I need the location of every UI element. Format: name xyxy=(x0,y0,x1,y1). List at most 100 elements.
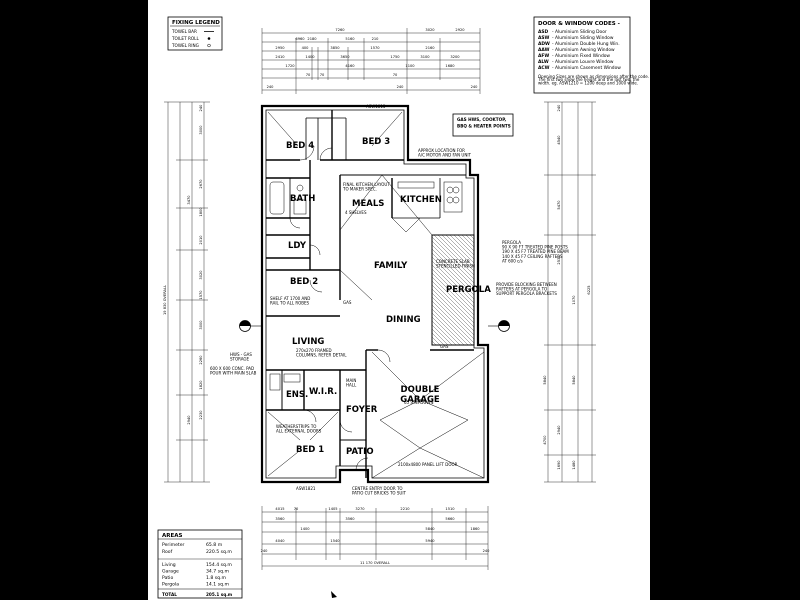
dims-left-7: 3000 xyxy=(199,320,203,330)
dims-bottom-3: 3270 xyxy=(355,507,365,511)
dims-top-7: 2950 xyxy=(275,46,285,50)
room-bath: BATH xyxy=(290,194,315,204)
dims-top-9: 3850 xyxy=(330,46,340,50)
areas-total-label: TOTAL xyxy=(162,592,177,597)
window-code-bottom: ASW1821 xyxy=(296,486,316,491)
section-marker-right-label: A xyxy=(502,321,507,327)
left-dimensions xyxy=(164,101,210,483)
toilet-roll-icon xyxy=(207,37,211,40)
dims-bottom-13: 240 xyxy=(261,549,269,553)
dims-top-25: 240 xyxy=(267,85,275,89)
room-ens: ENS. xyxy=(286,390,308,400)
dims-bottom-9: 1400 xyxy=(300,527,310,531)
dims-top-23: 70 xyxy=(320,73,325,77)
areas-row-label: Garage xyxy=(162,569,179,575)
code-desc-alw: - Aluminium Louvre Window xyxy=(552,59,614,65)
floor-plan-sheet: FIXING LEGEND TOWEL BAR TOILET ROLL TOWE… xyxy=(148,0,650,600)
right-dimensions xyxy=(544,101,596,483)
dims-left-12: 2940 xyxy=(187,415,191,425)
gas-points-note: GAS HWS, COOKTOP,BBQ & HEATER POINTS xyxy=(457,117,511,129)
dims-right-2: 5470 xyxy=(557,200,561,210)
dims-bottom-2: 1405 xyxy=(328,507,337,511)
room-dining: DINING xyxy=(386,315,421,325)
garage-roof-lines xyxy=(371,351,485,479)
dims-bottom-10: 4040 xyxy=(275,539,285,543)
areas-row-value: 14.1 sq.m xyxy=(206,582,229,588)
code-asd: ASD xyxy=(538,29,549,35)
shelves-note: 4 SHELVES xyxy=(345,210,367,215)
dims-top-17: 3200 xyxy=(450,55,460,59)
dims-left-4: 2010 xyxy=(199,235,203,245)
dims-left-3: 1800 xyxy=(199,207,203,217)
gas-note-box: GAS HWS, COOKTOP,BBQ & HEATER POINTS xyxy=(452,113,514,137)
room-foyer: FOYER xyxy=(346,405,378,415)
dims-top-27: 240 xyxy=(471,85,479,89)
room-pergola: PERGOLA xyxy=(446,285,491,295)
dims-top-20: 1100 xyxy=(405,64,415,68)
fixing-legend-title: FIXING LEGEND xyxy=(172,20,220,26)
areas-row-value: 1.8 sq.m xyxy=(206,575,227,581)
dims-bottom-11: 1540 xyxy=(330,539,340,543)
legend-toilet-roll: TOILET ROLL xyxy=(171,36,199,41)
dims-top-10: 1570 xyxy=(370,46,380,50)
areas-total-value: 205.1 sq.m xyxy=(206,592,233,597)
dims-top-12: 2410 xyxy=(275,55,285,59)
garage-door-note: 2100x4800 PANEL LIFT DOOR xyxy=(398,462,458,467)
gas-label-2: GAS xyxy=(440,344,449,349)
dims-right-3: 2530 xyxy=(557,255,561,265)
dims-bottom-4: 2210 xyxy=(400,507,410,511)
dims-top-13: 1400 xyxy=(305,55,315,59)
code-desc-afw: - Aluminium Fixed Window xyxy=(552,53,610,59)
code-alw: ALW xyxy=(538,59,549,65)
dims-right-7: 5840 xyxy=(543,375,547,385)
top-dimensions xyxy=(261,28,481,94)
building-outline xyxy=(260,104,490,484)
code-adw: ADW xyxy=(538,41,550,47)
room-ldy: LDY xyxy=(288,241,307,251)
room-family: FAMILY xyxy=(374,261,408,271)
areas-row-value: 65.8 m xyxy=(206,542,223,548)
section-marker-left-label: A xyxy=(243,321,248,327)
bath-fixtures xyxy=(269,181,307,391)
bottom-dimensions xyxy=(261,506,489,570)
areas-row-label: Pergola xyxy=(162,582,179,588)
code-asw: ASW xyxy=(538,35,550,41)
code-aaw: AAW xyxy=(538,47,550,53)
towel-ring-icon xyxy=(207,43,211,48)
door-window-codes: DOOR & WINDOW CODES - ASD- Aluminium Sli… xyxy=(533,16,649,94)
areas-row-label: Roof xyxy=(162,549,173,555)
dims-top-11: 2160 xyxy=(425,46,435,50)
door-swings xyxy=(289,145,391,471)
dims-left-2: 2670 xyxy=(199,179,203,189)
room-patio: PATIO xyxy=(346,447,374,457)
room-wir: W.I.R. xyxy=(309,387,337,397)
dims-top-26: 240 xyxy=(397,85,405,89)
dims-top-1: 3020 xyxy=(425,28,435,32)
window-code-top: ASW1815 xyxy=(366,104,386,109)
room-bed1: BED 1 xyxy=(296,445,324,455)
dims-top-18: 1720 xyxy=(285,64,295,68)
code-desc-asd: - Aluminium Sliding Door xyxy=(552,29,607,35)
dims-bottom-1: 70 xyxy=(294,507,299,511)
left-dimension-labels: 2403000267018002010302015703000226018202… xyxy=(163,104,203,425)
dims-top-0: 7260 xyxy=(335,28,345,32)
dims-top-22: 70 xyxy=(306,73,311,77)
dims-right-4: 1070 xyxy=(572,295,576,305)
room-meals: MEALS xyxy=(352,199,384,209)
areas-row-label: Patio xyxy=(162,575,173,581)
dims-top-8: 400 xyxy=(302,46,310,50)
dims-top-5: 5160 xyxy=(345,37,355,41)
dims-left-0: 240 xyxy=(199,104,203,112)
dims-bottom-0: 4015 xyxy=(275,507,284,511)
dims-top-15: 1750 xyxy=(390,55,400,59)
areas-title: AREAS xyxy=(162,533,183,539)
